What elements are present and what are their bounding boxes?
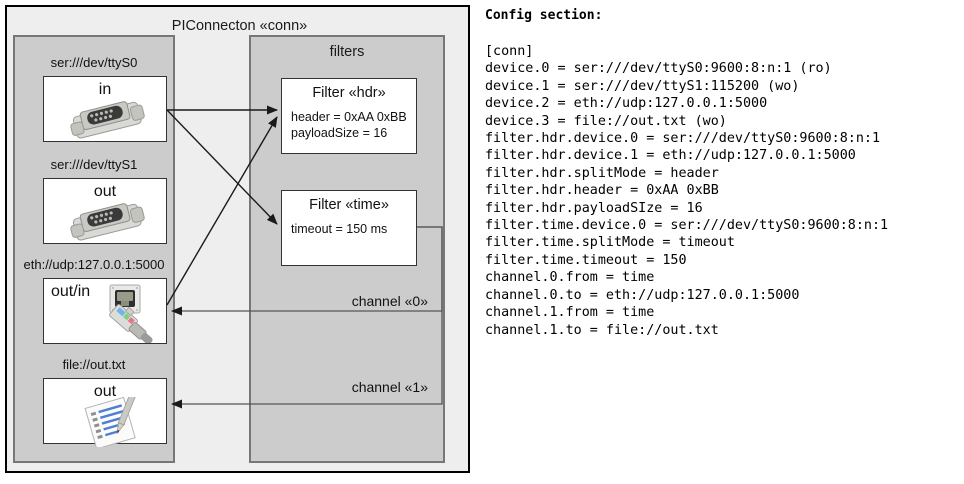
- device-io-label: out: [93, 383, 117, 400]
- text-file-pen-icon: [80, 390, 148, 452]
- filter-title: Filter «time»: [309, 197, 389, 213]
- device-io-label: out: [93, 183, 117, 200]
- serial-port-icon: [66, 97, 150, 146]
- channel-label-1: channel «1»: [351, 379, 428, 395]
- filter-box-time[interactable]: Filter «time» timeout = 150 ms: [281, 190, 417, 266]
- filter-title: Filter «hdr»: [312, 85, 386, 101]
- device-box-ser-ttyS1[interactable]: out: [43, 178, 167, 244]
- device-label-file-out: file://out.txt: [62, 357, 126, 372]
- device-io-label: out/in: [51, 283, 91, 300]
- device-io-label: in: [98, 81, 112, 98]
- diagram-title: PIConnecton «conn»: [171, 18, 308, 34]
- config-section: Config section: [conn] device.0 = ser://…: [481, 0, 964, 484]
- filter-prop-payload-size: payloadSize = 16: [291, 126, 388, 140]
- device-label-ser-ttyS0: ser:///dev/ttyS0: [50, 55, 138, 70]
- ethernet-plug-icon: [100, 283, 164, 348]
- device-box-ser-ttyS0[interactable]: in: [43, 76, 167, 142]
- config-heading: Config section:: [485, 8, 603, 23]
- device-box-file-out[interactable]: out: [43, 378, 167, 450]
- device-label-ser-ttyS1: ser:///dev/ttyS1: [50, 157, 138, 172]
- device-box-eth-udp[interactable]: out/in: [43, 278, 167, 345]
- channel-label-0: channel «0»: [351, 293, 428, 309]
- serial-port-icon: [66, 199, 150, 248]
- filters-panel-title: filters: [329, 44, 365, 60]
- filter-prop-header: header = 0xAA 0xBB: [291, 110, 407, 124]
- architecture-diagram: PIConnecton «conn» ser:///dev/ttyS0 in: [0, 0, 478, 484]
- filter-prop-timeout: timeout = 150 ms: [291, 222, 388, 236]
- filter-box-hdr[interactable]: Filter «hdr» header = 0xAA 0xBB payloadS…: [281, 78, 417, 154]
- config-text[interactable]: [conn] device.0 = ser:///dev/ttyS0:9600:…: [485, 44, 889, 338]
- device-label-eth-udp: eth://udp:127.0.0.1:5000: [23, 257, 165, 272]
